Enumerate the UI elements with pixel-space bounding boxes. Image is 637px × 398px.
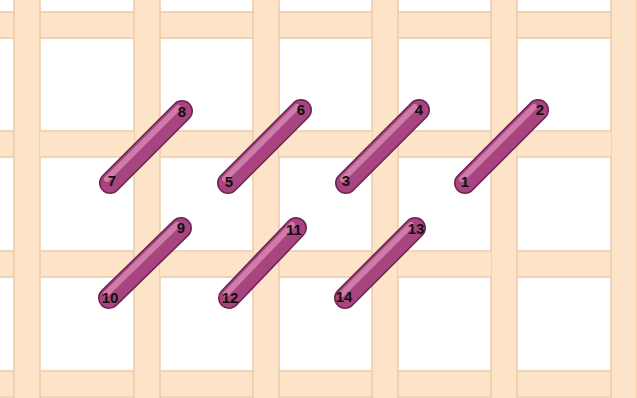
callout-number: 14 — [336, 289, 353, 305]
callout-number: 12 — [222, 290, 239, 306]
callout-number: 8 — [178, 104, 186, 120]
callout-number: 4 — [415, 102, 423, 118]
callout-number: 11 — [286, 222, 302, 238]
callout-number: 5 — [225, 174, 233, 190]
callout-number: 9 — [177, 220, 185, 236]
callout-number: 7 — [108, 173, 116, 189]
callout-number: 10 — [102, 290, 119, 306]
callout-number: 13 — [408, 221, 425, 237]
weave-overlaps — [40, 13, 611, 396]
callout-number: 2 — [536, 102, 544, 118]
stitches — [106, 107, 538, 298]
callout-number: 1 — [461, 174, 469, 190]
callout-number: 3 — [342, 173, 350, 189]
callout-number: 6 — [297, 102, 305, 118]
